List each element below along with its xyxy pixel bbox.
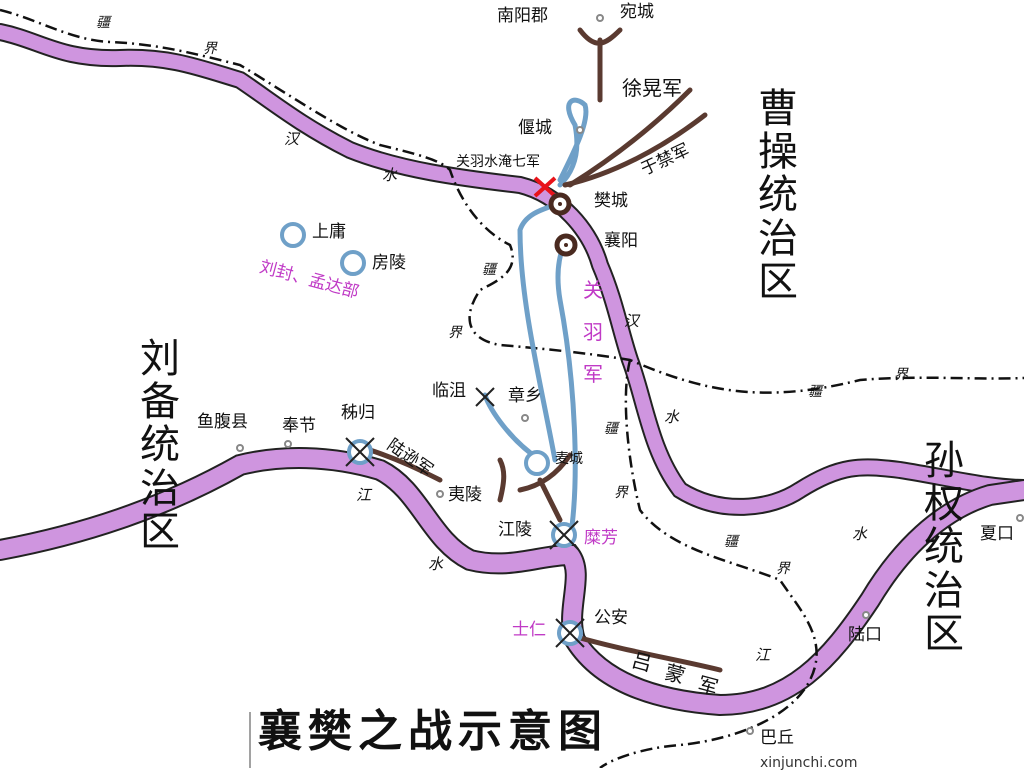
border-jiang-2: 疆 (482, 262, 496, 278)
watermark: xinjunchi.com (760, 755, 858, 771)
place-nanyang: 南阳郡 (497, 6, 548, 26)
commander-mi-fang: 糜芳 (584, 528, 618, 548)
place-shangyong: 上庸 (312, 222, 346, 242)
place-fancheng: 樊城 (594, 191, 628, 211)
river-jiang-2: 江 (755, 646, 771, 664)
river-jiang-1: 江 (356, 486, 372, 504)
map-title: 襄樊之战示意图 (258, 706, 608, 757)
place-jiangling: 江陵 (498, 520, 532, 540)
place-baqiu: 巴丘 (760, 728, 794, 748)
river-shui-1: 水 (382, 166, 398, 184)
border-jie-5: 界 (776, 561, 790, 577)
border-jiang-3: 疆 (808, 384, 822, 400)
river-shui-2: 水 (664, 408, 680, 426)
region-cao-cao: 曹操统治区 (758, 86, 798, 305)
army-guan-yu-2: 羽 (583, 320, 603, 344)
place-fangling: 房陵 (372, 253, 406, 273)
place-yancheng: 偃城 (518, 118, 552, 138)
border-jie-2: 界 (448, 325, 462, 341)
border-jiang-4: 疆 (604, 421, 618, 437)
border-jiang-5: 疆 (724, 534, 738, 550)
yangtze-river (0, 447, 1024, 717)
region-sun-quan: 孙权统治区 (924, 438, 964, 657)
place-wancheng: 宛城 (620, 2, 654, 22)
place-fengjie: 奉节 (282, 416, 316, 436)
place-yufu: 鱼腹县 (197, 412, 248, 432)
place-zigui: 秭归 (341, 403, 375, 423)
place-yiling: 夷陵 (448, 485, 482, 505)
event-flood-seven-armies: 关羽水淹七军 (456, 154, 540, 170)
place-xiakou: 夏口 (980, 524, 1014, 544)
river-shui-3: 水 (852, 525, 868, 543)
army-guan-yu-3: 军 (583, 362, 603, 386)
army-xu-huang: 徐晃军 (622, 76, 682, 100)
river-han-1: 汉 (284, 130, 300, 148)
border-jie-3: 界 (894, 367, 908, 383)
place-gongan: 公安 (594, 608, 628, 628)
place-linju: 临沮 (432, 381, 466, 401)
border-jie-1: 界 (203, 41, 217, 57)
place-lukou: 陆口 (848, 625, 882, 645)
han-river (0, 23, 1024, 516)
border-jie-4: 界 (614, 485, 628, 501)
place-xiangyang: 襄阳 (604, 231, 638, 251)
battle-cross-icon (533, 176, 557, 198)
place-zhangxiang: 章乡 (508, 386, 542, 406)
place-maicheng: 麦城 (555, 451, 583, 467)
borders (0, 8, 1024, 768)
river-shui-4: 水 (428, 555, 444, 573)
army-guan-yu-1: 关 (583, 278, 603, 302)
region-liu-bei: 刘备统治区 (140, 336, 180, 555)
commander-shi-ren: 士仁 (512, 620, 546, 640)
border-jiang-1: 疆 (96, 15, 110, 31)
enemy-army-arrows (367, 27, 723, 673)
river-han-2: 汉 (624, 312, 640, 330)
captured-markers (345, 387, 585, 648)
